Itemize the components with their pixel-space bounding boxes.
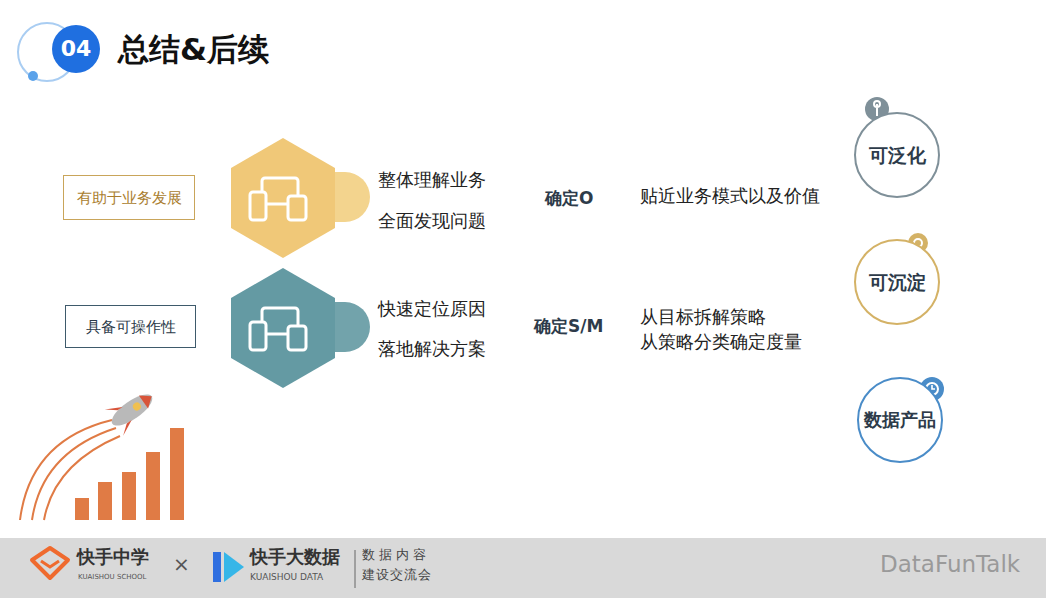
footer-logo-subtext: KUAISHOU DATA bbox=[250, 572, 323, 583]
footer-logo-text: 快手中学 bbox=[77, 546, 149, 568]
description-text: 从目标拆解策略 bbox=[640, 306, 766, 328]
hexagon bbox=[231, 268, 335, 388]
data-logo bbox=[213, 552, 244, 582]
rocket bbox=[103, 383, 161, 437]
bullet-text: 快速定位原因 bbox=[378, 298, 486, 320]
hexagon bbox=[231, 138, 335, 258]
okr-step: 确定S/M bbox=[534, 316, 603, 336]
title-dot bbox=[28, 71, 38, 81]
section-number: 04 bbox=[52, 25, 100, 73]
value-circle: 可泛化 bbox=[854, 112, 940, 198]
footer-event-text: 数据内容 bbox=[362, 547, 430, 563]
clock-hands bbox=[932, 385, 935, 389]
school-logo bbox=[32, 548, 68, 578]
okr-step: 确定O bbox=[545, 188, 593, 208]
device-icon bbox=[250, 178, 306, 220]
footer-logo-text: 快手大数据 bbox=[250, 546, 340, 568]
node-text: 04 bbox=[61, 36, 92, 62]
node-text: 数据产品 bbox=[864, 409, 936, 431]
bullet-text: 整体理解业务 bbox=[378, 169, 486, 191]
feature-box: 有助于业务发展 bbox=[63, 175, 195, 220]
description-text: 从策略分类确定度量 bbox=[640, 331, 802, 353]
description-text: 贴近业务模式以及价值 bbox=[640, 185, 820, 207]
value-circle: 数据产品 bbox=[857, 377, 943, 463]
rocket-trail bbox=[20, 420, 120, 520]
device-icon bbox=[250, 308, 306, 350]
node-text: 有助于业务发展 bbox=[77, 189, 182, 207]
key-glyph bbox=[874, 101, 880, 116]
node-text: 可沉淀 bbox=[869, 271, 926, 294]
school-logo-inner bbox=[41, 561, 59, 567]
watermark: DataFunTalk bbox=[880, 551, 1020, 579]
node-text: 具备可操作性 bbox=[86, 318, 176, 336]
footer-band bbox=[0, 538, 1046, 598]
slide-title: 总结&后续 bbox=[118, 31, 269, 68]
bar-chart bbox=[75, 428, 184, 520]
footer-divider bbox=[355, 550, 356, 588]
footer-logo-subtext: KUAISHOU SCHOOL bbox=[78, 573, 146, 581]
bullet-text: 全面发现问题 bbox=[378, 210, 486, 232]
bullet-text: 落地解决方案 bbox=[378, 338, 486, 360]
feature-box: 具备可操作性 bbox=[65, 305, 196, 348]
footer-event-text: 建设交流会 bbox=[362, 567, 432, 583]
node-text: 可泛化 bbox=[869, 144, 926, 167]
footer-cross: × bbox=[173, 552, 190, 576]
value-circle: 可沉淀 bbox=[854, 239, 940, 325]
